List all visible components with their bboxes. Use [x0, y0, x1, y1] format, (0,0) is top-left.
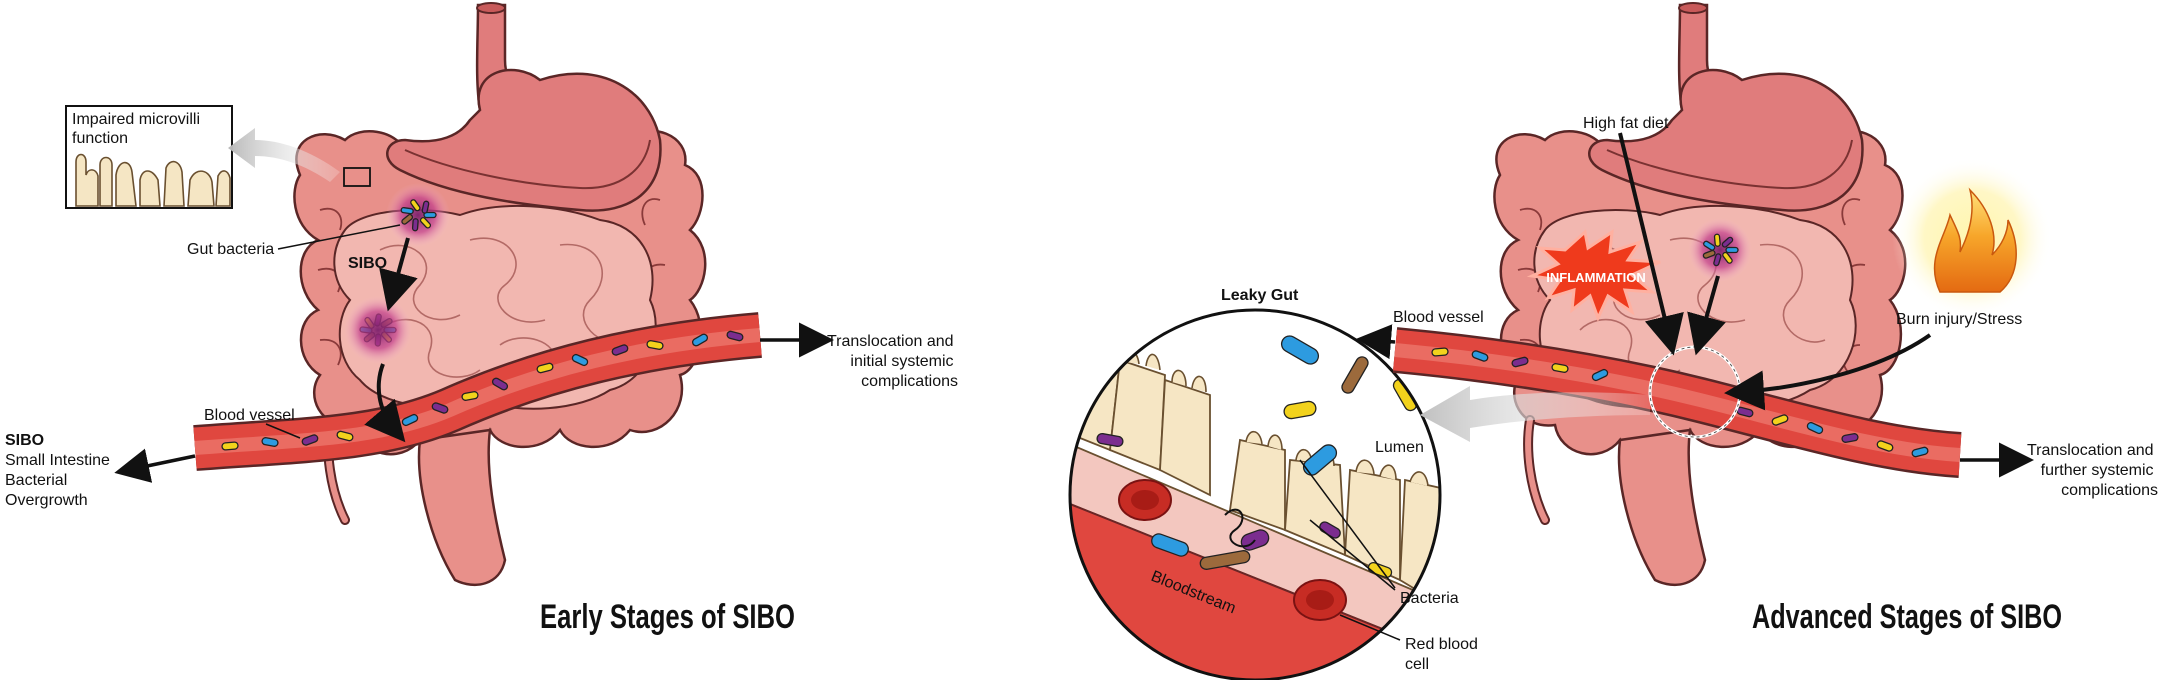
red-blood-cells: [1118, 479, 1347, 621]
bacterium: [646, 340, 664, 350]
bacterium: [1151, 533, 1189, 557]
bacterium: [1280, 335, 1320, 365]
bacterium: [1702, 249, 1716, 259]
bacterium: [221, 441, 239, 451]
rectum-advanced: [1617, 428, 1707, 587]
gut-bacteria-label: Gut bacteria: [187, 241, 274, 258]
bacterium: [1841, 433, 1859, 443]
leaky-gut-title: Leaky Gut: [1221, 287, 1299, 304]
bacterium: [431, 402, 449, 414]
translocation-label-advanced: Translocation and further systemic compl…: [2027, 442, 2158, 499]
bacterium: [611, 344, 629, 356]
bacterium: [1302, 444, 1338, 476]
lumen-label: Lumen: [1375, 439, 1424, 456]
bacterium: [1876, 440, 1894, 452]
bacterium: [401, 213, 414, 225]
vessel-out-arrow-left-early: [114, 448, 196, 483]
vessel-out-arrow-left-advanced: [1356, 324, 1396, 360]
microvilli-inset: Impaired microvilli function: [65, 105, 371, 209]
burn-arrow: [1724, 333, 1932, 411]
bacterium: [461, 391, 479, 401]
bacterium: [536, 362, 554, 374]
bacterium: [1722, 251, 1733, 264]
fire-icon: [1892, 158, 2052, 318]
bacterium: [1471, 350, 1489, 362]
blood-vessel-advanced: [1392, 327, 1962, 478]
bacterium: [571, 353, 589, 367]
bacterium: [1551, 363, 1569, 373]
bacterium: [261, 437, 279, 447]
high-fat-arrow: [1618, 132, 1684, 356]
bacterium: [1199, 550, 1251, 570]
leaky-gut-grey-arrow: [1420, 386, 1650, 442]
rbc-pointer: [1339, 614, 1401, 641]
sibo-arrow-early: [379, 237, 418, 312]
translocation-arrow-early: [364, 363, 406, 443]
leaky-bacteria: [1096, 335, 1418, 579]
bacterium: [423, 211, 437, 219]
bacterium: [1725, 246, 1739, 254]
sibo-marker-label: SIBO: [348, 255, 387, 272]
bacterium: [301, 434, 319, 446]
bacterium: [1511, 356, 1529, 368]
bacteria-pointer-b: [1299, 459, 1396, 589]
sibo-arrow-advanced: [1687, 275, 1726, 356]
bacteria-label: Bacteria: [1400, 590, 1459, 607]
bacterium: [1721, 236, 1734, 248]
bacterium: [1771, 414, 1789, 426]
bacterium: [1431, 347, 1449, 357]
high-fat-label: High fat diet: [1583, 115, 1669, 132]
advanced-stage-panel: INFLAMMATION High fat diet Blood vessel …: [1356, 2, 2158, 636]
bacteria-pointer-a: [1309, 519, 1396, 591]
blood-vessel-early: [193, 312, 762, 471]
advanced-stage-title: Advanced Stages of SIBO: [1752, 598, 2062, 636]
bacteria-cluster-advanced: [1688, 218, 1752, 282]
bacterium: [1806, 421, 1824, 435]
stomach-early: [386, 68, 662, 212]
burn-label: Burn injury/Stress: [1896, 311, 2022, 328]
bacterium: [336, 430, 354, 442]
microvilli-grey-arrow: [228, 128, 340, 182]
inflammation-label: INFLAMMATION: [1546, 270, 1645, 285]
microvilli-source-box: [343, 167, 371, 187]
gut-bacteria-pointer: [277, 224, 401, 250]
bacterium: [1283, 400, 1317, 420]
bacterium: [419, 217, 432, 229]
blood-vessel-pointer-early: [265, 423, 301, 439]
blood-vessel-label-advanced: Blood vessel: [1393, 309, 1484, 326]
leaky-gut-circle: [1068, 308, 1442, 680]
stomach-advanced: [1588, 68, 1864, 212]
early-stage-title: Early Stages of SIBO: [540, 598, 795, 636]
rbc-label: Red blood cell: [1405, 636, 1482, 673]
bacterium: [1367, 561, 1393, 579]
bacterium: [1591, 368, 1609, 382]
bacterium: [400, 207, 414, 215]
vessel-bacteria-early: [221, 330, 744, 451]
bacterium: [1713, 233, 1721, 247]
vessel-bacteria-advanced: [1431, 347, 1929, 458]
bacterium: [726, 330, 744, 342]
blood-vessel-label-early: Blood vessel: [204, 407, 295, 424]
inflammation-burst: INFLAMMATION: [1526, 228, 1661, 322]
bacterium: [491, 377, 509, 391]
bacterium: [691, 333, 709, 347]
translocation-label-early: Translocation and initial systemic compl…: [827, 333, 958, 390]
early-stage-panel: Impaired microvilli function Gut bacteri…: [5, 2, 958, 636]
sibo-legend: SIBO Small Intestine Bacterial Overgrowt…: [5, 432, 114, 509]
bacterium: [421, 200, 430, 214]
bacterium: [410, 199, 421, 212]
bacteria-cluster-lower-early: [344, 296, 412, 364]
bacterium: [1713, 253, 1722, 267]
impaired-label-line1: Impaired microvilli: [72, 111, 200, 128]
bacterium: [1911, 446, 1929, 458]
rectum-early: [417, 428, 507, 587]
bacterium: [1703, 240, 1716, 251]
bacterium: [1096, 432, 1124, 448]
bacterium: [411, 218, 419, 232]
impaired-label-line2: function: [72, 130, 128, 147]
